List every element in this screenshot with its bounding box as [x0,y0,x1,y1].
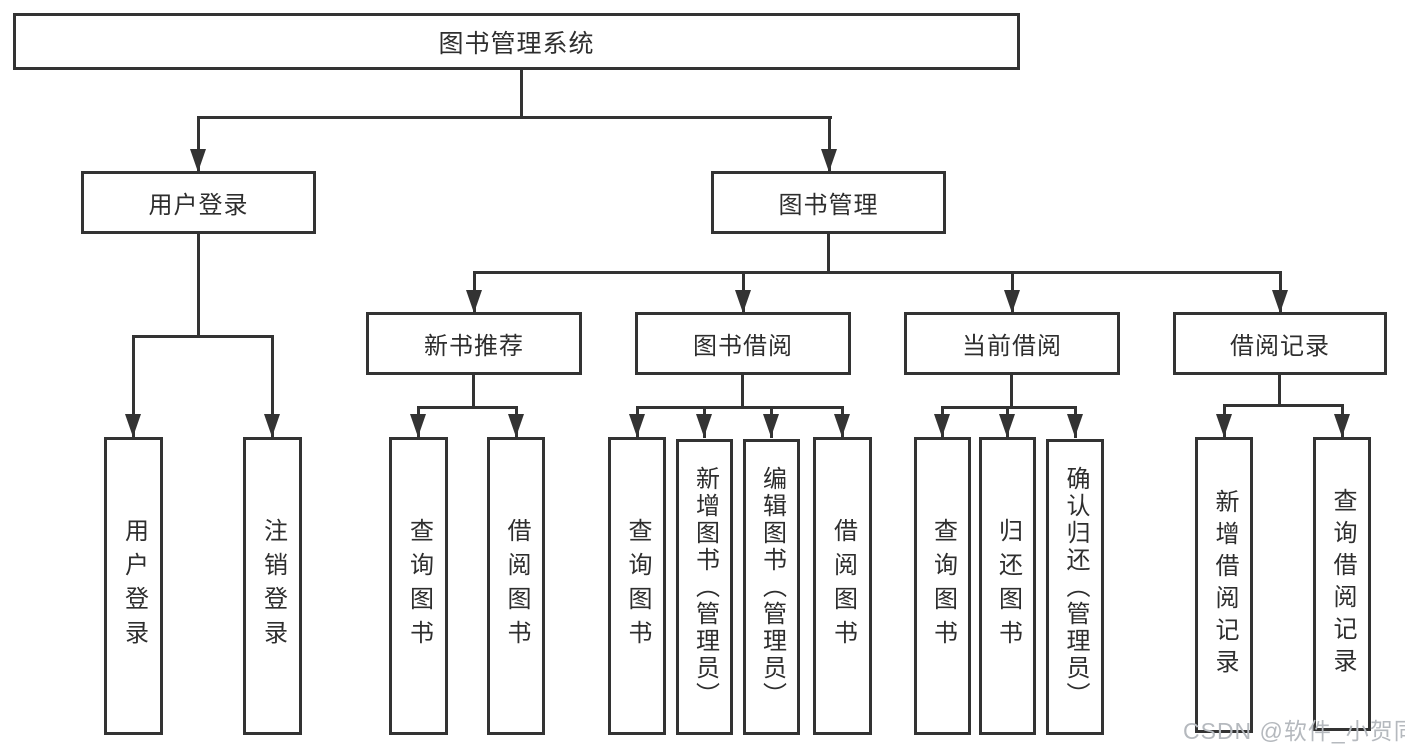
leaf-return-books-label: 归还图书 [994,518,1022,654]
node-root: 图书管理系统 [13,13,1020,70]
arrow-down [1334,414,1350,437]
arrow-down [1272,290,1288,313]
arrow-down [125,414,141,437]
leaf-borrow-books-label: 借阅图书 [829,518,857,654]
arrow-down [821,149,837,172]
node-borrow-records-label: 借阅记录 [1230,333,1330,360]
leaf-query-borrow-record-label: 查询借阅记录 [1329,488,1356,680]
connector-line [473,271,1282,274]
connector-line [197,116,832,119]
leaf-query-books-current-label: 查询图书 [929,518,957,654]
connector-line [828,116,831,172]
arrow-down [735,290,751,313]
arrow-down [1004,290,1020,313]
connector-line [271,335,274,438]
arrow-down [508,414,524,437]
node-root-label: 图书管理系统 [438,29,595,58]
connector-line [417,406,518,409]
connector-line [1223,404,1344,407]
connector-line [132,335,274,338]
connector-line [741,372,744,409]
leaf-logout-label: 注销登录 [259,518,287,654]
connector-line [1010,372,1013,409]
arrow-down [1067,414,1083,437]
leaf-query-books-recommend-label: 查询图书 [405,518,433,654]
arrow-down [999,414,1015,437]
connector-line [472,372,475,409]
leaf-borrow-books: 借阅图书 [813,437,872,735]
leaf-add-book-admin-label: 新增图书（管理员） [691,465,719,709]
arrow-down [696,414,712,437]
leaf-borrow-books-recommend: 借阅图书 [487,437,545,735]
connector-line [520,69,523,119]
leaf-logout: 注销登录 [243,437,302,735]
leaf-borrow-books-recommend-label: 借阅图书 [503,518,530,654]
leaf-query-books-recommend: 查询图书 [389,437,448,735]
leaf-query-books-borrow: 查询图书 [608,437,666,735]
leaf-add-borrow-record: 新增借阅记录 [1195,437,1253,733]
arrow-down [834,414,850,437]
node-new-book-recommend-label: 新书推荐 [424,333,524,360]
arrow-down [410,414,426,437]
node-book-borrow: 图书借阅 [635,312,851,375]
watermark: CSDN @软件_小贺同学 [1183,718,1405,744]
leaf-edit-book-admin: 编辑图书（管理员） [743,439,800,735]
connector-line [1278,372,1281,407]
leaf-confirm-return-admin-label: 确认归还（管理员） [1062,465,1089,709]
leaf-confirm-return-admin: 确认归还（管理员） [1046,439,1104,735]
leaf-query-borrow-record: 查询借阅记录 [1313,437,1371,731]
connector-line [941,406,1077,409]
arrow-down [1216,414,1232,437]
arrow-down [190,149,206,172]
node-book-management-label: 图书管理 [778,192,879,219]
leaf-add-borrow-record-label: 新增借阅记录 [1211,489,1238,681]
node-book-borrow-label: 图书借阅 [693,333,793,360]
connector-line [636,406,844,409]
arrow-down [763,414,779,437]
leaf-edit-book-admin-label: 编辑图书（管理员） [758,465,786,709]
connector-line [827,231,830,274]
connector-line [197,231,200,338]
arrow-down [629,414,645,437]
node-user-login-label: 用户登录 [148,192,249,219]
connector-line [197,116,200,172]
node-current-borrow-label: 当前借阅 [962,333,1062,360]
arrow-down [934,414,950,437]
leaf-add-book-admin: 新增图书（管理员） [676,439,733,735]
arrow-down [264,414,280,437]
node-borrow-records: 借阅记录 [1173,312,1387,375]
node-user-login: 用户登录 [81,171,316,234]
leaf-query-books-current: 查询图书 [914,437,971,735]
leaf-user-login-label: 用户登录 [120,518,148,654]
leaf-return-books: 归还图书 [979,437,1036,735]
leaf-user-login: 用户登录 [104,437,163,735]
connector-line [132,335,135,438]
node-new-book-recommend: 新书推荐 [366,312,582,375]
node-book-management: 图书管理 [711,171,946,234]
node-current-borrow: 当前借阅 [904,312,1120,375]
leaf-query-books-borrow-label: 查询图书 [624,518,651,654]
arrow-down [466,290,482,313]
